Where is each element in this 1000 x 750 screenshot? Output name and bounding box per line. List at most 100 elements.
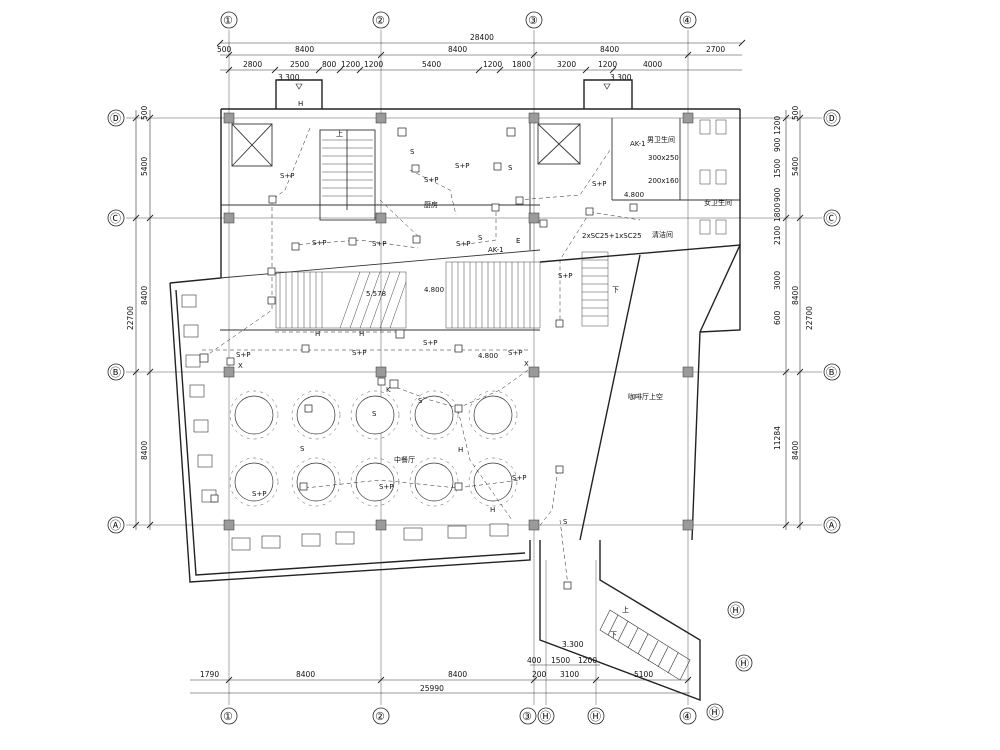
svg-text:900: 900 [773,187,782,202]
svg-text:K: K [386,386,391,394]
svg-text:S: S [563,518,568,526]
dim-bottom-total: 25990 [420,684,444,693]
room-chinese-restaurant: 中餐厅 [394,455,415,464]
svg-text:800: 800 [322,60,337,69]
wc-fixtures [699,119,727,235]
svg-text:S+P: S+P [512,474,527,482]
svg-text:Ⓑ: Ⓑ [826,366,837,379]
svg-text:S: S [478,234,483,242]
svg-text:S: S [410,148,415,156]
dimension-lines [135,42,801,694]
svg-text:AK-1: AK-1 [488,246,504,254]
svg-text:1500: 1500 [551,656,570,665]
svg-text:8400: 8400 [448,670,467,679]
svg-text:900: 900 [773,137,782,152]
svg-text:Ⓗ: Ⓗ [738,657,749,670]
svg-text:②: ② [375,710,385,723]
dim-top-total: 28400 [470,33,494,42]
dim-right: 22700 500 1200 900 1500 900 1800 2100 30… [773,105,814,460]
svg-text:Ⓒ: Ⓒ [110,212,121,225]
svg-text:2500: 2500 [290,60,309,69]
round-tables [234,395,513,502]
svg-text:Ⓒ: Ⓒ [826,212,837,225]
svg-text:1200: 1200 [341,60,360,69]
dim-bottom-row1: 1790 8400 8400 200 3100 5100 [200,670,653,679]
svg-text:S+P: S+P [236,351,251,359]
svg-text:1500: 1500 [773,159,782,178]
svg-text:8400: 8400 [448,45,467,54]
svg-text:1200: 1200 [483,60,502,69]
svg-text:8400: 8400 [791,286,800,305]
svg-text:X: X [524,360,529,368]
svg-text:H: H [315,330,320,338]
svg-text:300x250: 300x250 [648,154,679,162]
svg-text:H: H [490,506,495,514]
svg-text:上: 上 [336,129,343,138]
svg-text:400: 400 [527,656,542,665]
escalator-hatch [275,251,609,329]
ceiling-devices [199,127,638,590]
svg-text:1200: 1200 [578,656,597,665]
svg-text:1800: 1800 [512,60,531,69]
room-kitchen: 厨房 [424,200,438,209]
svg-text:H: H [298,100,303,108]
level-2: 4.800 [424,286,444,294]
level-mark-top-left: 3.300 [278,73,300,82]
svg-text:1790: 1790 [200,670,219,679]
svg-text:200x160: 200x160 [648,177,679,185]
room-male-wc: 男卫生间 [647,135,675,144]
svg-text:S+P: S+P [312,239,327,247]
svg-text:500: 500 [791,105,800,120]
svg-text:22700: 22700 [126,306,135,330]
room-cafe-void: 咖啡厅上空 [628,392,663,401]
svg-text:H: H [458,446,463,454]
svg-text:S+P: S+P [508,349,523,357]
svg-text:④: ④ [682,14,692,27]
svg-text:500: 500 [217,45,232,54]
svg-text:下: 下 [610,631,617,639]
svg-text:Ⓓ: Ⓓ [826,112,837,125]
device-annotations: S+P S+P S+P S+P S+P S+P S+P S+P S+P S+P … [236,100,679,639]
svg-text:S+P: S+P [558,272,573,280]
svg-text:X: X [238,362,243,370]
core-stair-treads [322,139,373,197]
svg-text:8400: 8400 [791,441,800,460]
svg-text:Ⓗ: Ⓗ [540,710,551,723]
svg-text:Ⓑ: Ⓑ [110,366,121,379]
dim-bottom-row2: 400 1500 1200 [527,656,597,665]
svg-text:Ⓐ: Ⓐ [826,519,837,532]
svg-text:S: S [508,164,513,172]
svg-text:下: 下 [612,286,619,294]
room-washroom: 清洁间 [652,230,673,239]
svg-text:S: S [372,410,377,418]
svg-text:8400: 8400 [600,45,619,54]
svg-text:5100: 5100 [634,670,653,679]
svg-text:8400: 8400 [296,670,315,679]
svg-text:3200: 3200 [557,60,576,69]
svg-text:S+P: S+P [352,349,367,357]
svg-text:Ⓗ: Ⓗ [709,706,720,719]
dim-top-row2: 2800 2500 800 1200 1200 5400 1200 1800 3… [243,60,662,69]
svg-text:2100: 2100 [773,226,782,245]
svg-text:1800: 1800 [773,203,782,222]
svg-text:1200: 1200 [598,60,617,69]
svg-text:200: 200 [532,670,547,679]
svg-text:4000: 4000 [643,60,662,69]
level-3: 4.800 [478,352,498,360]
grid-bubbles [107,11,841,725]
svg-text:8400: 8400 [295,45,314,54]
svg-text:S: S [300,445,305,453]
svg-text:④: ④ [682,710,692,723]
level-mark-top-right: 3.300 [610,73,632,82]
svg-text:22700: 22700 [805,306,814,330]
svg-text:600: 600 [773,310,782,325]
svg-text:S+P: S+P [592,180,607,188]
level-triangle-top-right [603,83,611,90]
level-4: 4.800 [624,191,644,199]
svg-text:3000: 3000 [773,271,782,290]
svg-text:S+P: S+P [280,172,295,180]
level-1: 5.578 [366,290,386,298]
svg-text:③: ③ [522,710,532,723]
structural-columns [223,112,694,531]
